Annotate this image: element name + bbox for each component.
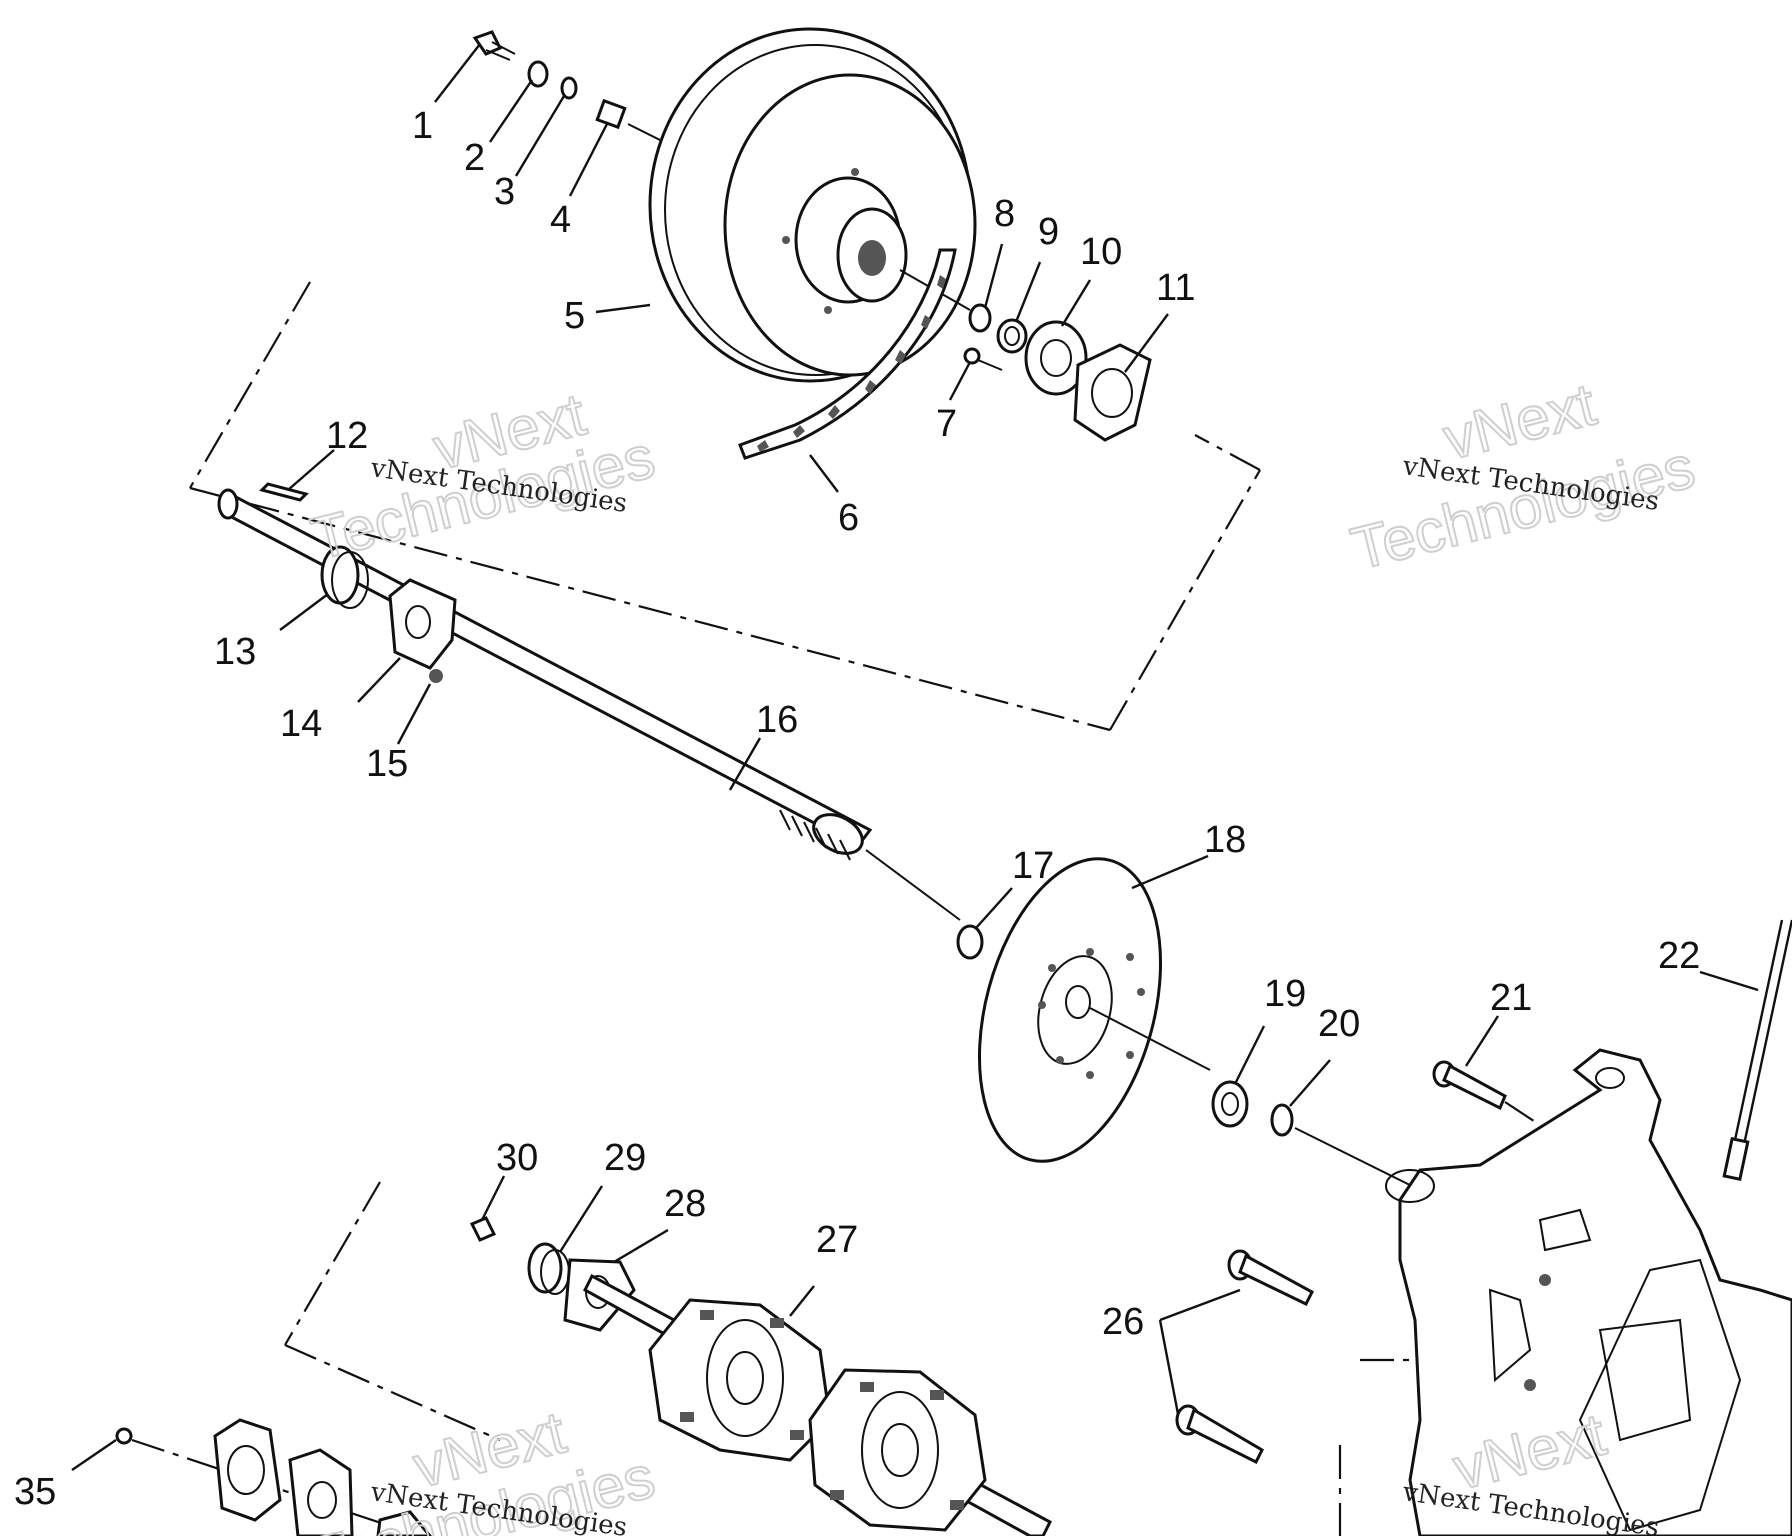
screw-part-30: [469, 1216, 497, 1242]
callout-10: 10: [1080, 231, 1122, 273]
watermark-big-vnext-2: vNext: [1437, 370, 1602, 472]
callout-26: 26: [1102, 1301, 1144, 1343]
leader-lines: [71, 43, 1759, 1471]
bearing-part-19: [1211, 1080, 1249, 1128]
callout-27: 27: [816, 1219, 858, 1261]
callout-29: 29: [604, 1137, 646, 1179]
screw-part-7: [963, 347, 1003, 371]
callout-20: 20: [1318, 1003, 1360, 1045]
shaft-part-16: [217, 488, 961, 921]
assembly-outline-upper: [189, 281, 1261, 732]
callout-16: 16: [756, 699, 798, 741]
callout-3: 3: [494, 171, 515, 213]
washer-part-8: [968, 303, 992, 333]
callout-2: 2: [464, 137, 485, 179]
snap-ring-part-17: [956, 924, 984, 960]
callout-1: 1: [412, 105, 433, 147]
callout-35: 35: [14, 1471, 56, 1513]
callout-17: 17: [1012, 845, 1054, 887]
bearing-part-13: [320, 545, 369, 609]
callout-15: 15: [366, 743, 408, 785]
washer-part-3: [560, 76, 578, 100]
bolt-part-26-lower: [1175, 1404, 1264, 1465]
callout-13: 13: [214, 631, 256, 673]
lower-axis-line: [131, 1438, 421, 1536]
callout-11: 11: [1156, 267, 1195, 309]
callout-14: 14: [280, 703, 322, 745]
bearing-part-9: [996, 318, 1028, 354]
callout-21: 21: [1490, 977, 1532, 1019]
pulley-part-5: [648, 27, 977, 383]
callout-9: 9: [1038, 211, 1059, 253]
flange-bearing-part-14: [388, 578, 457, 670]
brake-disc-part-18: [977, 857, 1211, 1163]
callout-4: 4: [550, 199, 571, 241]
callout-6: 6: [838, 497, 859, 539]
spacer-part-4: [595, 98, 627, 130]
callout-5: 5: [564, 295, 585, 337]
callout-8: 8: [994, 193, 1015, 235]
bolt-21-axis: [1504, 1101, 1556, 1136]
bearing-part-29: [527, 1242, 570, 1295]
cable-part-22: [1722, 919, 1792, 1182]
bolt-part-26-upper: [1227, 1249, 1314, 1306]
callout-labels: 1 2 3 4 5 6 7 8 9 10 11 12 13 14 15 16 1…: [14, 105, 1700, 1513]
key-part-12: [259, 482, 309, 502]
bolt-part-21: [1432, 1060, 1507, 1111]
callout-22: 22: [1658, 935, 1700, 977]
bolt-part-1: [472, 30, 516, 61]
lower-bearing-plates: [213, 1418, 432, 1536]
flange-part-10: [1024, 320, 1088, 396]
callout-28: 28: [664, 1183, 706, 1225]
nut-part-15: [429, 669, 443, 683]
chain-part-6: [738, 248, 957, 460]
callout-19: 19: [1264, 973, 1306, 1015]
chaincase-housing: [1385, 1048, 1792, 1536]
callout-18: 18: [1204, 819, 1246, 861]
callout-7: 7: [936, 403, 957, 445]
plate-part-11: [1073, 343, 1152, 442]
assembly-outline-lower: [284, 1181, 501, 1442]
washer-part-2: [527, 60, 549, 88]
callout-12: 12: [326, 415, 368, 457]
nut-part-35: [115, 1427, 133, 1445]
callout-30: 30: [496, 1137, 538, 1179]
driveshaft-part-27: [583, 1273, 1052, 1536]
snap-ring-part-20: [1270, 1103, 1294, 1137]
